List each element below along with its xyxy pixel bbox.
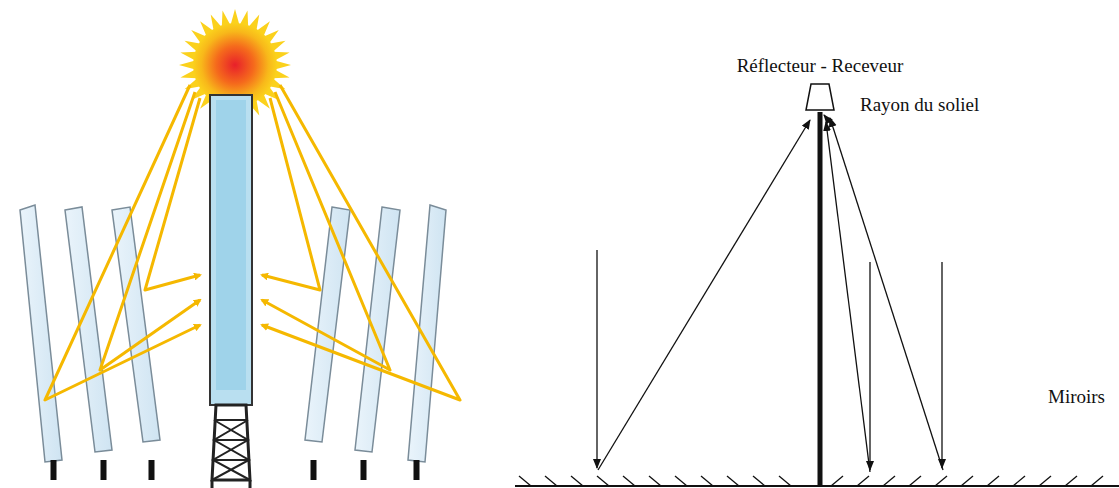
mirror-stroke (1091, 476, 1103, 486)
mirror-stroke (1013, 476, 1025, 486)
heliostat-panel (355, 207, 400, 452)
mirror-stroke (571, 476, 583, 486)
mirror-stroke (675, 476, 687, 486)
mirror-stroke (987, 476, 999, 486)
mirror-stroke (909, 476, 921, 486)
mirror-stroke (857, 476, 869, 486)
mirror-stroke (1039, 476, 1051, 486)
mirror-stroke (779, 476, 791, 486)
mirror-stroke (883, 476, 895, 486)
heliostat-panel (408, 205, 446, 462)
text-label: Miroirs (1046, 386, 1107, 408)
mirror-stroke (701, 476, 713, 486)
mirror-stroke (727, 476, 739, 486)
text-label: Rayon du soliel (858, 94, 981, 116)
mirror-stroke (545, 476, 557, 486)
panel-post (414, 460, 420, 480)
mirror-stroke (649, 476, 661, 486)
heliostat-panel (65, 207, 112, 452)
mirror-stroke (597, 476, 609, 486)
mirror-stroke (753, 476, 765, 486)
panel-post (361, 460, 367, 480)
mirror-stroke (961, 476, 973, 486)
mirror-stroke (831, 476, 843, 486)
mirror-stroke (519, 476, 531, 486)
mirror-stroke (935, 476, 947, 486)
mirror-stroke (623, 476, 635, 486)
schematic (515, 84, 1119, 486)
heliostat-mirrors (20, 205, 446, 480)
heliostat-panel (20, 205, 62, 462)
text-label: Réflecteur - Receveur (735, 55, 906, 77)
tower (210, 95, 252, 488)
panel-post (149, 460, 155, 480)
sun-rays (45, 85, 460, 400)
mirror-stroke (1065, 476, 1077, 486)
panel-post (51, 460, 57, 480)
panel-post (311, 460, 317, 480)
panel-post (101, 460, 107, 480)
heliostat-panel (305, 207, 350, 442)
